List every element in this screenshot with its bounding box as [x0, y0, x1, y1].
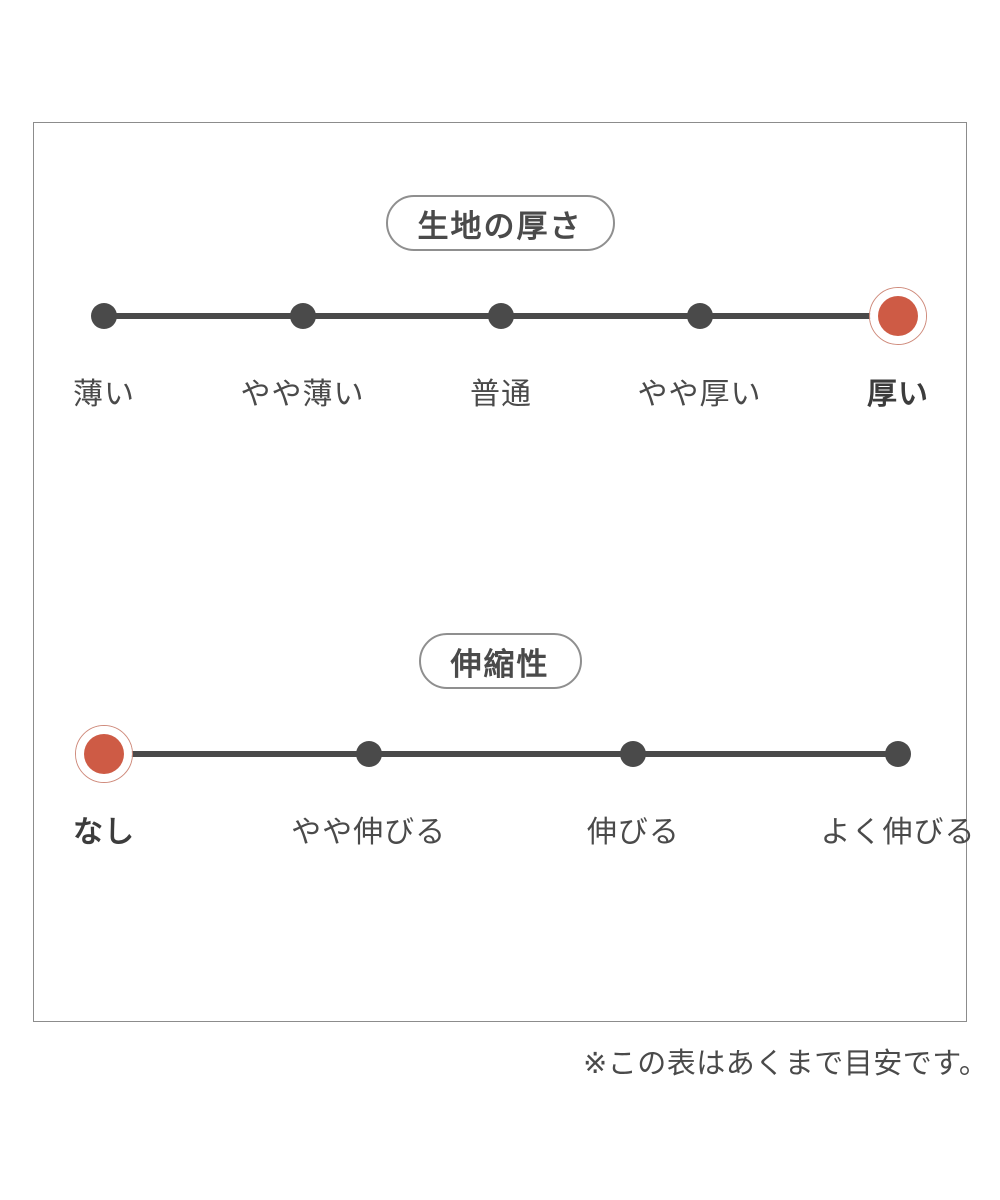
scale-track-stretchability — [104, 751, 898, 757]
scale-dot-icon — [488, 303, 514, 329]
scale-dots-stretchability: なし やや伸びる 伸びる よく伸びる — [34, 725, 975, 881]
section-title-fabric-thickness: 生地の厚さ — [385, 195, 615, 251]
scale-label-thickness-4: 厚い — [867, 378, 929, 411]
scale-dot-icon — [91, 303, 117, 329]
scale-dot-icon — [289, 303, 316, 329]
fabric-spec-panel: 生地の厚さ 薄い やや薄い 普通 — [33, 122, 975, 1022]
scale-dot-icon — [355, 741, 382, 767]
scale-fabric-thickness: 薄い やや薄い 普通 やや厚い — [34, 287, 966, 443]
scale-dot-icon — [885, 741, 911, 767]
section-title-wrap: 生地の厚さ — [34, 195, 966, 251]
footnote-note: ※この表はあくまで目安です。 — [583, 1048, 989, 1080]
scale-label-stretch-1: やや伸びる — [291, 816, 447, 849]
scale-label-thickness-0: 薄い — [73, 378, 135, 411]
scale-dots-fabric-thickness: 薄い やや薄い 普通 やや厚い — [34, 287, 966, 443]
selected-ring-icon — [75, 725, 133, 783]
scale-label-stretch-0: なし — [73, 816, 135, 849]
scale-dot-icon — [620, 741, 647, 767]
scale-label-stretch-3: よく伸びる — [820, 816, 976, 849]
scale-stretchability: なし やや伸びる 伸びる よく伸びる — [34, 725, 975, 881]
scale-label-thickness-2: 普通 — [470, 378, 532, 411]
selected-ring-icon — [869, 287, 927, 345]
scale-label-thickness-3: やや厚い — [637, 378, 762, 411]
scale-label-stretch-2: 伸びる — [586, 816, 680, 849]
scale-dot-icon — [878, 296, 918, 336]
section-title-wrap: 伸縮性 — [34, 633, 966, 689]
section-stretchability: 伸縮性 なし やや伸びる 伸びる — [34, 633, 975, 881]
scale-dot-icon — [84, 734, 124, 774]
scale-dot-icon — [686, 303, 713, 329]
scale-label-thickness-1: やや薄い — [240, 378, 365, 411]
section-fabric-thickness: 生地の厚さ 薄い やや薄い 普通 — [34, 195, 966, 443]
section-title-stretchability: 伸縮性 — [418, 633, 582, 689]
